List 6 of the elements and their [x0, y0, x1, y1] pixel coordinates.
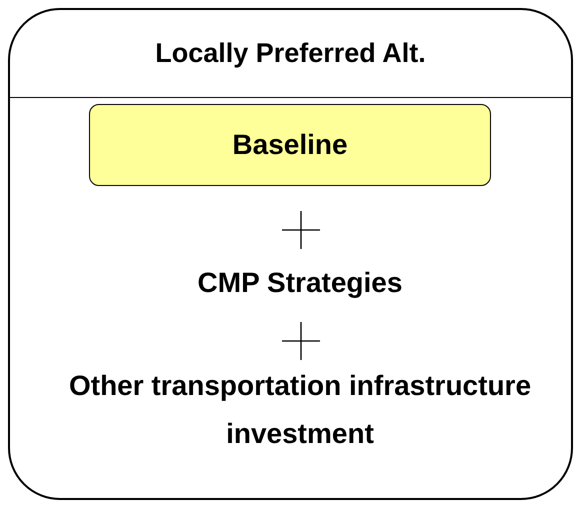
item-label: CMP Strategies [198, 266, 402, 300]
rounded-box [89, 104, 491, 186]
rounded-panel [8, 8, 573, 500]
item-label: Other transportation infrastructure investment [68, 369, 532, 451]
box-label: Baseline [232, 129, 348, 161]
panel-title: Locally Preferred Alt. [155, 38, 426, 68]
